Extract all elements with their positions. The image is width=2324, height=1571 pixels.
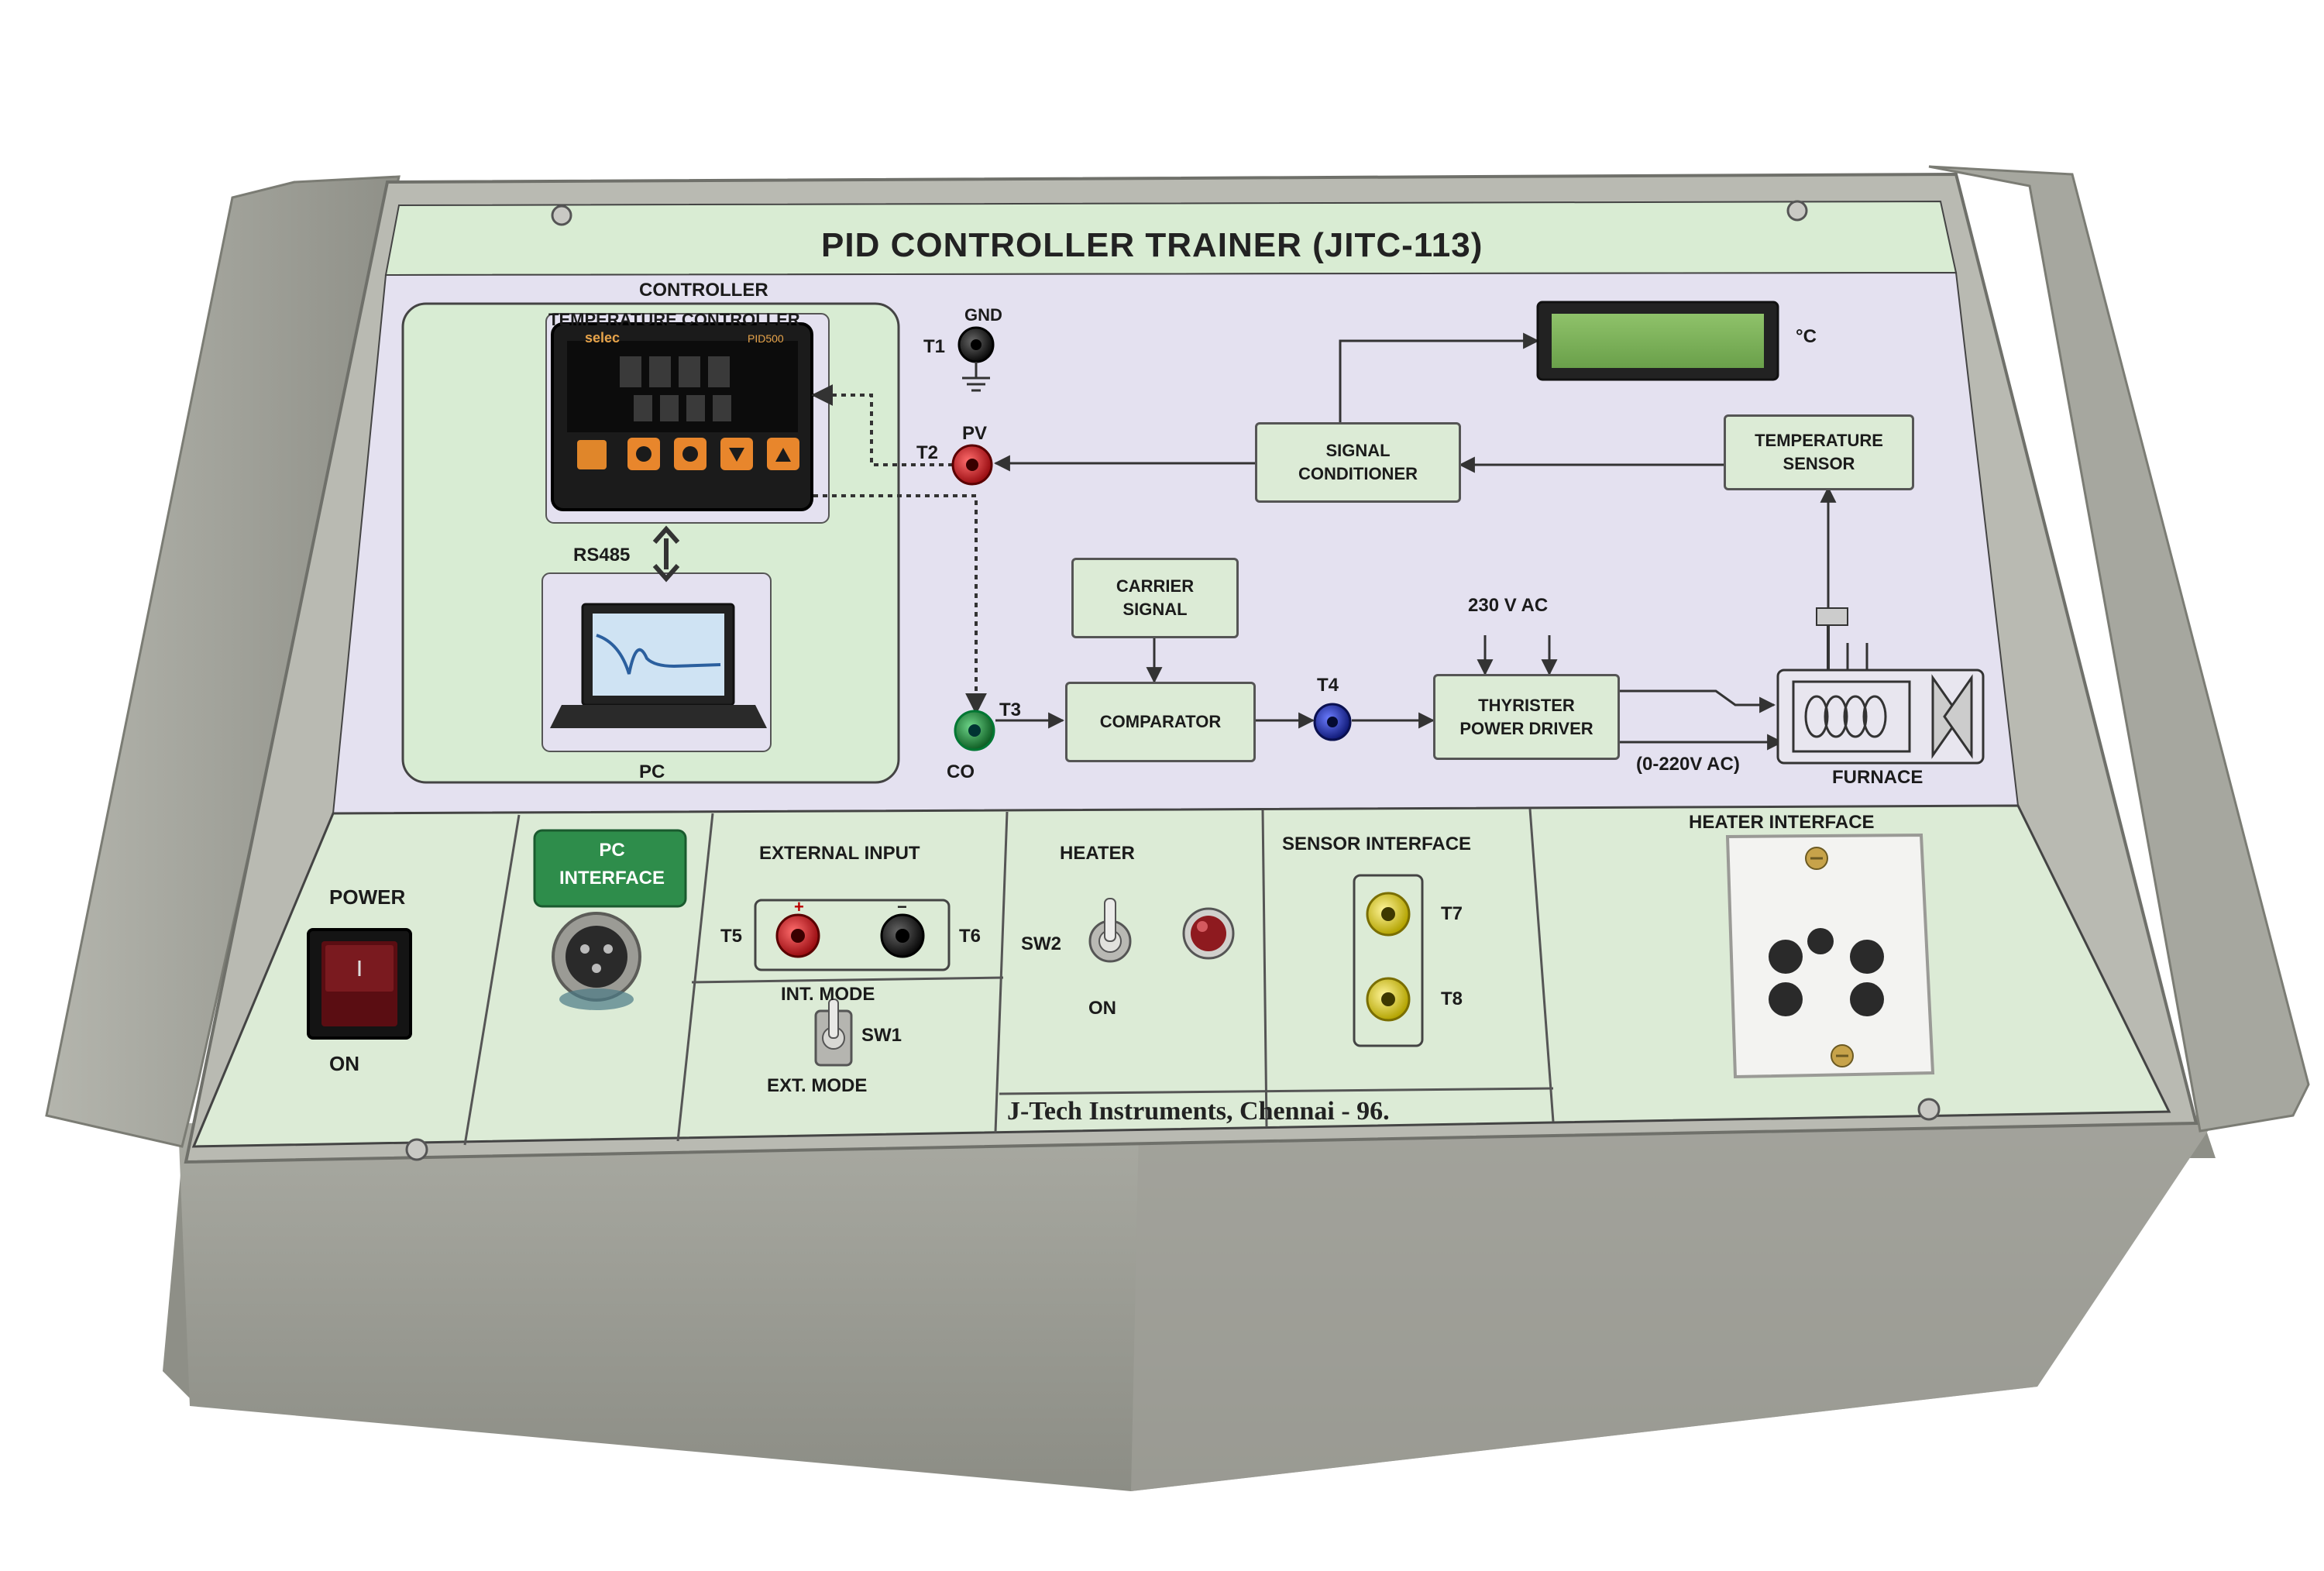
t4-label: T4	[1317, 675, 1339, 696]
power-rocker-switch[interactable]	[307, 928, 412, 1040]
sensor-interface-label: SENSOR INTERFACE	[1282, 834, 1472, 854]
jack-t2-pv[interactable]	[951, 444, 993, 486]
t2-label: T2	[916, 442, 939, 463]
jack-t1-gnd[interactable]	[957, 326, 995, 363]
t8-label: T8	[1441, 988, 1463, 1009]
temperature-controller-device	[551, 322, 813, 511]
external-input-frame	[754, 899, 951, 971]
jack-t7[interactable]	[1366, 892, 1411, 937]
t6-label: T6	[959, 926, 982, 947]
signal-flow-arrows	[993, 332, 1837, 751]
jack-t4[interactable]	[1313, 703, 1352, 741]
furnace-label: FURNACE	[1832, 767, 1923, 788]
sw1-toggle-switch[interactable]	[814, 999, 853, 1067]
co-label: CO	[947, 761, 975, 782]
sw2-toggle-switch[interactable]	[1088, 898, 1132, 963]
t5-plus-sign: +	[794, 897, 804, 916]
ac-supply-label: 230 V AC	[1468, 595, 1549, 616]
screw-icon	[405, 200, 1941, 1161]
device-brand: selec	[585, 330, 620, 345]
t6-minus-sign: −	[897, 897, 907, 916]
t1-label: T1	[923, 336, 946, 357]
temperature-controller-label: TEMPERATURE CONTROLLER	[548, 310, 800, 329]
ground-symbol-icon	[962, 362, 990, 392]
temperature-lcd-display	[1536, 301, 1779, 381]
bottom-panel	[191, 804, 2171, 1148]
jack-t3-co[interactable]	[954, 710, 995, 751]
heater-indicator-lamp	[1182, 907, 1235, 960]
t5-label: T5	[720, 926, 743, 947]
device-model: PID500	[748, 332, 784, 345]
ext-mode-label: EXT. MODE	[767, 1075, 868, 1096]
pc-label: PC	[639, 761, 665, 782]
power-socket-icon[interactable]	[1725, 833, 1935, 1079]
pc-interface-connector[interactable]	[552, 912, 641, 1010]
sw1-label: SW1	[861, 1025, 902, 1046]
controller-signal-lines	[813, 394, 987, 715]
gnd-label: GND	[964, 305, 1002, 325]
panel-title: PID CONTROLLER TRAINER (JITC-113)	[821, 226, 1483, 264]
controller-label: CONTROLLER	[639, 280, 768, 301]
manufacturer-label: J-Tech Instruments, Chennai - 96.	[1007, 1097, 1390, 1126]
output-range-label: (0-220V AC)	[1636, 754, 1740, 775]
power-on-label: ON	[329, 1052, 359, 1075]
heater-on-label: ON	[1088, 998, 1116, 1019]
heating-coil-icon	[1804, 695, 1887, 738]
pc-interface-label: PC INTERFACE	[559, 840, 665, 889]
sensor-interface-frame	[1353, 874, 1424, 1047]
int-mode-label: INT. MODE	[781, 984, 875, 1005]
furnace-drawing	[1776, 607, 1985, 765]
heater-interface-label: HEATER INTERFACE	[1689, 812, 1875, 833]
rs485-link-icon	[652, 525, 680, 583]
pc-interface-plate	[533, 829, 687, 908]
sw2-label: SW2	[1021, 933, 1062, 954]
power-label: POWER	[329, 885, 406, 909]
laptop-icon	[550, 603, 767, 728]
section-dividers	[463, 808, 1555, 1146]
pv-label: PV	[962, 423, 988, 444]
external-input-label: EXTERNAL INPUT	[759, 843, 920, 864]
fan-icon	[1931, 674, 1973, 759]
comparator-block: COMPARATOR	[1065, 682, 1256, 762]
heater-label: HEATER	[1060, 843, 1135, 864]
t3-label: T3	[999, 700, 1022, 720]
rs485-label: RS485	[573, 545, 631, 565]
t7-label: T7	[1441, 903, 1463, 924]
jack-t6[interactable]	[880, 913, 925, 958]
jack-t5[interactable]	[775, 913, 820, 958]
celsius-unit-label: °C	[1796, 326, 1817, 347]
jack-t8[interactable]	[1366, 977, 1411, 1022]
